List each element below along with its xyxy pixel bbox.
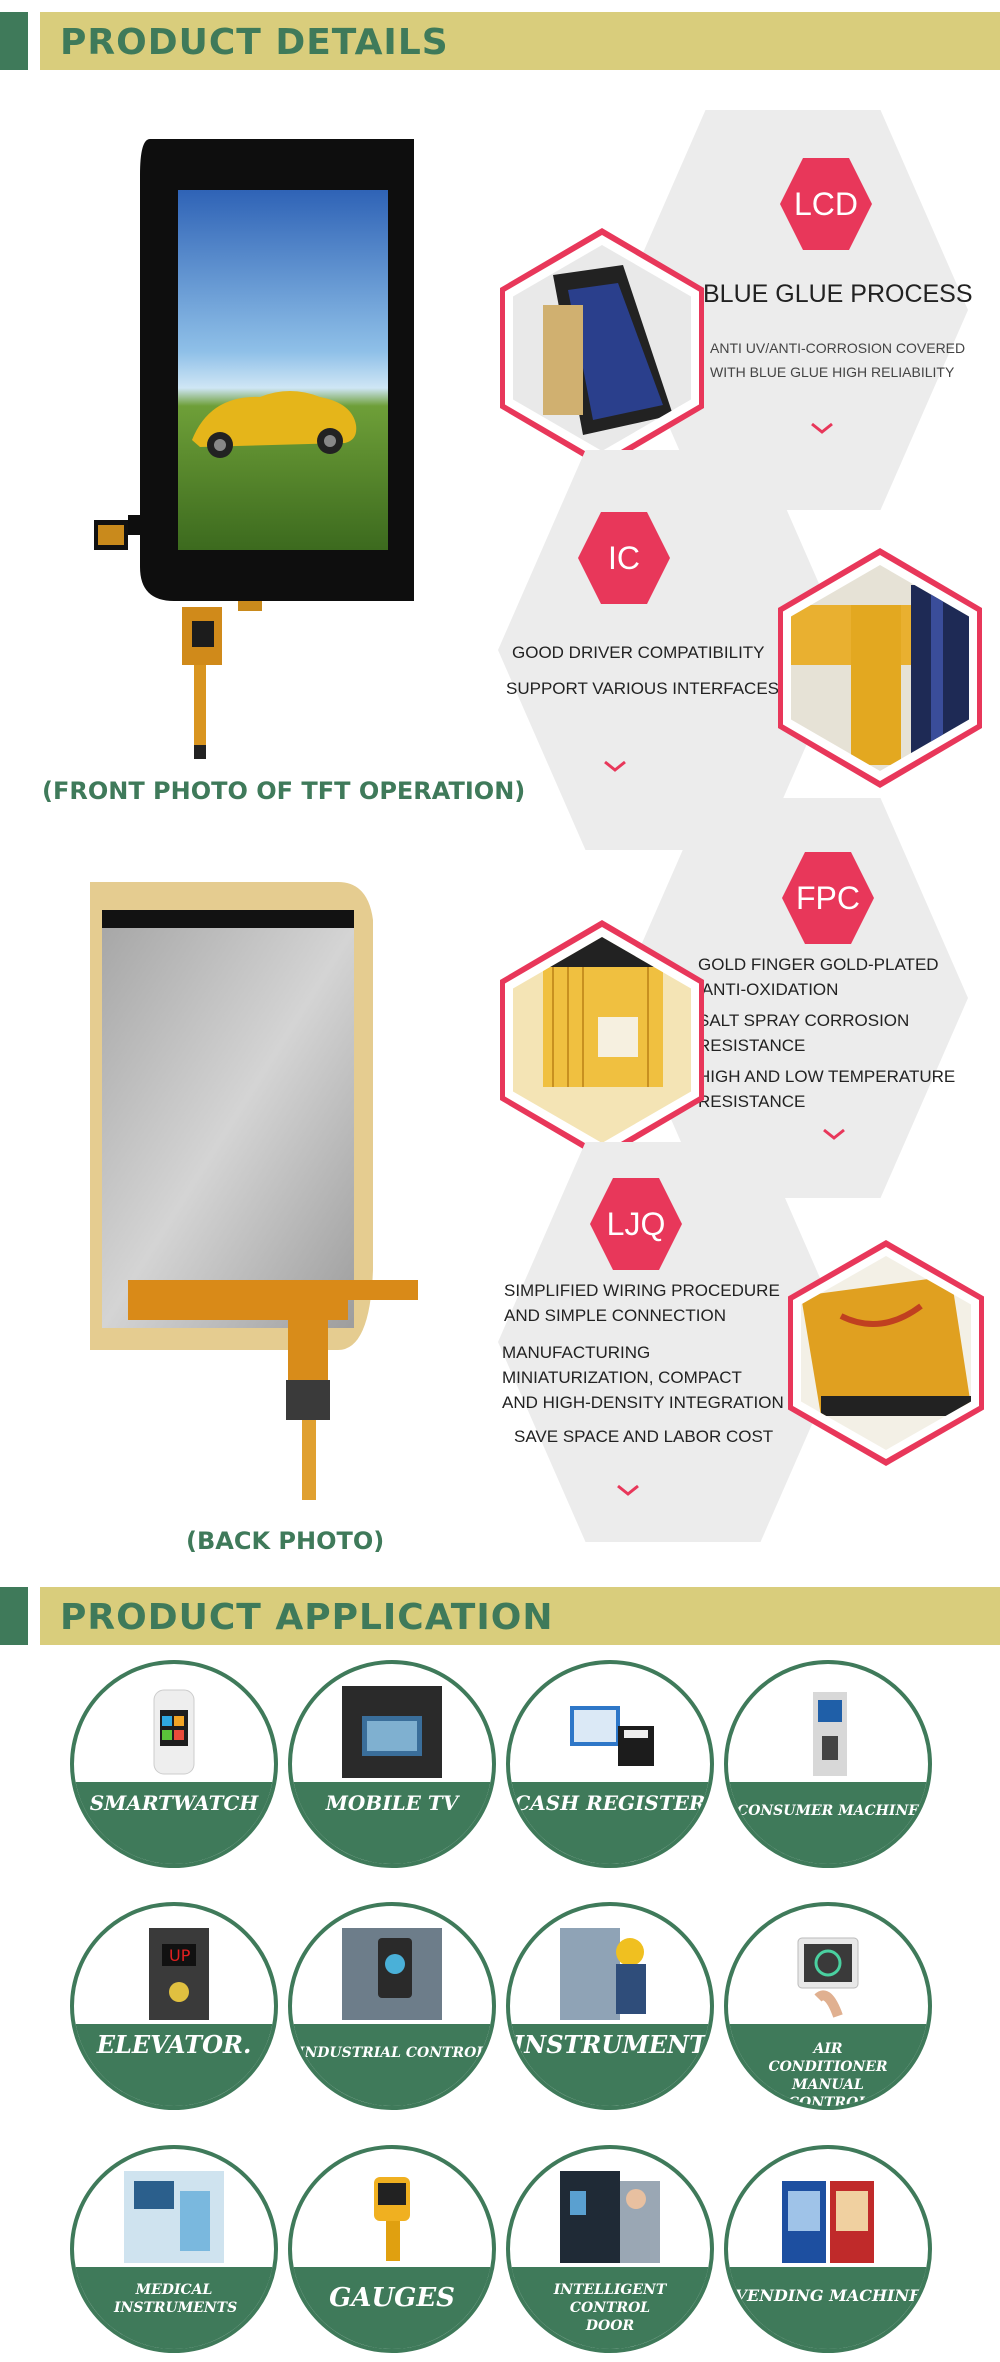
chevron-down-icon	[604, 760, 626, 772]
control-door-icon	[560, 2171, 660, 2263]
label-band	[74, 1782, 274, 1864]
fpc-line-1: GOLD FINGER GOLD-PLATED	[698, 955, 939, 974]
lcd-line-1: ANTI UV/ANTI-CORROSION COVERED	[710, 340, 966, 356]
app-instrument: INSTRUMENT	[506, 1902, 714, 2110]
chevron-down-icon	[823, 1128, 845, 1140]
header-title: PRODUCT DETAILS	[60, 22, 449, 63]
label-band	[74, 2024, 274, 2106]
app-label: VENDING MACHINE	[734, 2286, 922, 2305]
ljq-line-3: MANUFACTURING	[502, 1343, 651, 1362]
mobile-tv-icon	[342, 1686, 442, 1778]
vending-machine-icon	[782, 2181, 874, 2263]
label-band	[728, 1782, 928, 1864]
ljq-line-1: SIMPLIFIED WIRING PROCEDURE	[504, 1281, 780, 1300]
fpc-line-2: ANTI-OXIDATION	[698, 980, 839, 999]
label-band	[728, 2024, 928, 2106]
app-air-conditioner: AIR CONDITIONER MANUAL CONTROL	[724, 1902, 932, 2110]
header-title: PRODUCT APPLICATION	[60, 1597, 554, 1638]
label-band	[510, 2024, 710, 2106]
ljq-line-2: AND SIMPLE CONNECTION	[504, 1306, 726, 1325]
app-industrial-control: INDUSTRIAL CONTROL	[288, 1902, 496, 2110]
app-label: INSTRUMENT	[513, 2030, 707, 2059]
fpc-line-3: SALT SPRAY CORROSION	[698, 1011, 910, 1030]
ljq-badge: LJQ	[590, 1178, 682, 1270]
ljq-photo	[801, 1256, 971, 1450]
chevron-down-icon	[811, 422, 833, 434]
app-label: INDUSTRIAL CONTROL	[297, 2045, 487, 2061]
front-caption: (FRONT PHOTO OF TFT OPERATION)	[42, 777, 526, 805]
fpc-line-6: RESISTANCE	[698, 1092, 806, 1111]
label-band	[510, 1782, 710, 1864]
ic-line-1: GOOD DRIVER COMPATIBILITY	[512, 643, 765, 662]
app-label: CONSUMER MACHINE	[737, 1803, 919, 1819]
gauge-icon	[374, 2177, 410, 2261]
app-vending-machine: VENDING MACHINE	[724, 2145, 932, 2353]
elevator-icon: UP	[149, 1928, 209, 2020]
app-label: SMARTWATCH	[89, 1791, 259, 1815]
label-band	[510, 2267, 710, 2349]
header-tab	[0, 1587, 28, 1645]
label-band	[292, 2024, 492, 2106]
header-bar	[40, 12, 1000, 70]
app-consumer-machine: CONSUMER MACHINE	[724, 1660, 932, 1868]
cash-register-icon	[570, 1706, 654, 1766]
fpc-line-4: RESISTANCE	[698, 1036, 806, 1055]
ljq-line-5: AND HIGH-DENSITY INTEGRATION	[502, 1393, 784, 1412]
app-medical-instruments: MEDICAL INSTRUMENTS	[70, 2145, 278, 2353]
smartwatch-icon	[153, 1689, 195, 1775]
lcd-photo	[513, 245, 691, 451]
svg-text:UP: UP	[169, 1946, 191, 1965]
industrial-control-icon	[342, 1928, 442, 2020]
app-label: MEDICAL INSTRUMENTS	[114, 2282, 238, 2316]
back-photo	[88, 880, 428, 1520]
app-label: MOBILE TV	[325, 1791, 459, 1815]
chevron-down-icon	[617, 1484, 639, 1496]
ljq-line-4: MINIATURIZATION, COMPACT	[502, 1368, 742, 1387]
consumer-machine-icon	[813, 1692, 847, 1776]
medical-instrument-icon	[124, 2171, 224, 2263]
app-label: AIR CONDITIONER MANUAL CONTROL	[768, 2041, 888, 2110]
lcd-line-2: WITH BLUE GLUE HIGH RELIABILITY	[710, 364, 955, 380]
app-gauges: GAUGES	[288, 2145, 496, 2353]
app-smartwatch: SMARTWATCH	[70, 1660, 278, 1868]
app-label: ELEVATOR.	[96, 2030, 252, 2059]
header-bar	[40, 1587, 1000, 1645]
app-label: INTELLIGENT CONTROL DOOR	[553, 2282, 667, 2334]
blue-glue-title: BLUE GLUE PROCESS	[703, 280, 973, 308]
app-label: CASH REGISTER	[514, 1791, 706, 1815]
app-label: GAUGES	[329, 2283, 455, 2313]
instrument-icon	[560, 1928, 646, 2020]
back-caption: (BACK PHOTO)	[186, 1527, 385, 1555]
fpc-line-5: HIGH AND LOW TEMPERATURE	[698, 1067, 956, 1086]
product-application-header: PRODUCT APPLICATION	[0, 1587, 1000, 1645]
header-tab	[0, 12, 28, 70]
app-cash-register: CASH REGISTER	[506, 1660, 714, 1868]
front-photo	[90, 135, 420, 765]
app-elevator: UP ELEVATOR.	[70, 1902, 278, 2110]
ic-line-2: SUPPORT VARIOUS INTERFACES	[506, 679, 780, 698]
app-mobile-tv: MOBILE TV	[288, 1660, 496, 1868]
thermostat-icon	[797, 1937, 859, 2018]
ljq-line-6: SAVE SPACE AND LABOR COST	[514, 1427, 774, 1446]
label-band	[728, 2267, 928, 2349]
label-band	[74, 2267, 274, 2349]
label-band	[292, 2267, 492, 2349]
product-details-header: PRODUCT DETAILS	[0, 12, 1000, 70]
label-band	[292, 1782, 492, 1864]
app-intelligent-control-door: INTELLIGENT CONTROL DOOR	[506, 2145, 714, 2353]
